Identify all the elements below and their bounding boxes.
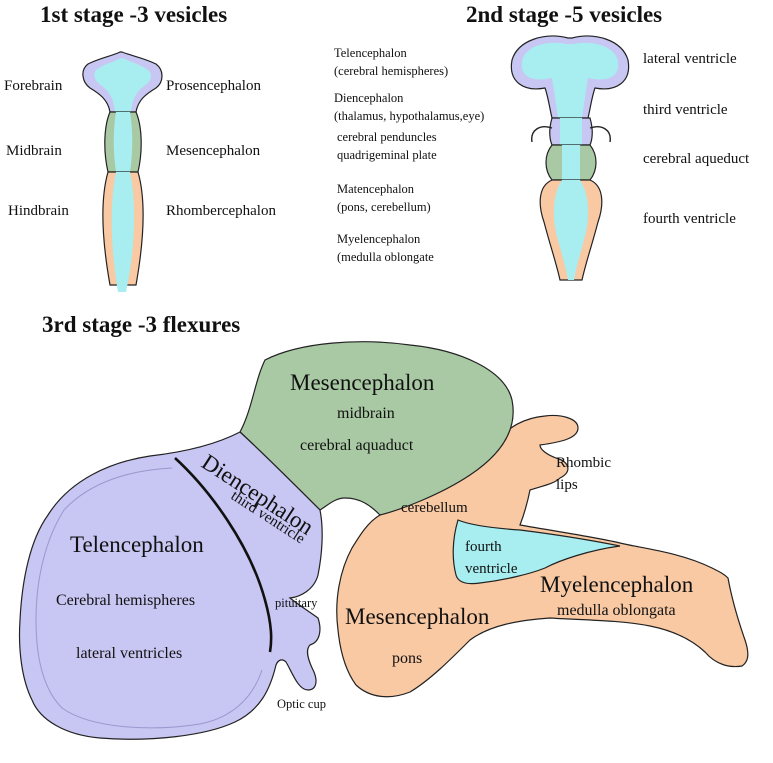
stage2-desc-4b: (pons, cerebellum) <box>337 200 431 214</box>
stage3-telencephalon-sub1: Cerebral hemispheres <box>56 592 195 609</box>
stage2-label-fourth-ventricle: fourth ventricle <box>643 211 736 227</box>
stage1-label-rhombencephalon: Rhombercephalon <box>166 203 276 219</box>
stage1-midbrain-ventricle <box>113 112 133 172</box>
stage2-desc-2a: Diencephalon <box>334 91 404 105</box>
stage3-mesencephalon-sub2: cerebral aquaduct <box>300 437 414 454</box>
stage3-metencephalon-sub: pons <box>392 650 422 667</box>
stage1-group: 1st stage -3 vesicles Forebrain Midbrain… <box>4 2 276 292</box>
stage3-rhombic-lips-line2: lips <box>556 477 578 493</box>
stage1-title: 1st stage -3 vesicles <box>40 2 227 27</box>
stage1-hindbrain-ventricle <box>111 172 135 292</box>
stage2-fourth-ventricle <box>553 180 589 280</box>
stage3-forebrain-region <box>18 431 323 740</box>
stage2-desc-3a: cerebral penduncles <box>337 130 437 144</box>
stage1-label-prosencephalon: Prosencephalon <box>166 78 261 94</box>
stage1-label-midbrain: Midbrain <box>6 143 62 159</box>
stage2-label-third-ventricle: third ventricle <box>643 102 728 118</box>
stage2-lateral-ventricles <box>521 42 619 118</box>
stage2-third-ventricle <box>560 118 582 145</box>
stage3-cerebellum-label: cerebellum <box>401 500 468 516</box>
stage2-optic-stalk-right <box>589 126 611 143</box>
stage3-mesencephalon-title: Mesencephalon <box>290 370 435 395</box>
stage1-label-forebrain: Forebrain <box>4 78 63 94</box>
stage1-label-hindbrain: Hindbrain <box>8 203 69 219</box>
stage3-optic-cup-label: Optic cup <box>277 697 326 711</box>
stage3-telencephalon-boundary <box>174 457 273 653</box>
stage3-group: 3rd stage -3 flexures Mesencephalon midb… <box>18 312 749 740</box>
stage2-optic-stalk-left <box>531 126 553 143</box>
stage3-cortex-outline <box>35 467 263 729</box>
stage2-desc-5b: (medulla oblongate <box>337 250 434 264</box>
stage2-desc-2b: (thalamus, hypothalamus,eye) <box>334 109 484 123</box>
stage2-desc-3b: quadrigeminal plate <box>337 148 437 162</box>
stage1-label-mesencephalon: Mesencephalon <box>166 143 261 159</box>
stage2-desc-4a: Matencephalon <box>337 182 415 196</box>
stage3-title: 3rd stage -3 flexures <box>42 312 240 337</box>
stage1-forebrain-ventricle <box>94 58 151 112</box>
stage3-fourth-ventricle <box>452 519 621 585</box>
stage3-mesencephalon-sub1: midbrain <box>337 405 395 422</box>
stage2-desc-1b: (cerebral hemispheres) <box>334 64 448 78</box>
stage3-pituitary-label: pituitary <box>275 596 318 610</box>
stage3-fourth-ventricle-line1: fourth <box>465 539 502 555</box>
stage3-metencephalon-title: Mesencephalon <box>345 604 490 629</box>
stage3-rhombic-lips-line1: Rhombic <box>556 455 611 471</box>
stage2-label-cerebral-aqueduct: cerebral aqueduct <box>643 151 750 167</box>
stage3-telencephalon-sub2: lateral ventricles <box>76 645 182 662</box>
stage3-myelencephalon-title: Myelencephalon <box>540 572 694 597</box>
stage2-cerebral-aqueduct <box>562 145 580 180</box>
stage3-fourth-ventricle-line2: ventricle <box>465 561 518 577</box>
stage3-myelencephalon-sub: medulla oblongata <box>557 602 676 619</box>
stage3-telencephalon-title: Telencephalon <box>70 532 204 557</box>
stage2-label-lateral-ventricle: lateral ventricle <box>643 51 737 67</box>
stage2-desc-5a: Myelencephalon <box>337 232 421 246</box>
stage2-group: 2nd stage -5 vesicles Telencephalon (cer… <box>334 2 750 281</box>
stage2-title: 2nd stage -5 vesicles <box>466 2 662 27</box>
stage2-desc-1a: Telencephalon <box>334 46 407 60</box>
